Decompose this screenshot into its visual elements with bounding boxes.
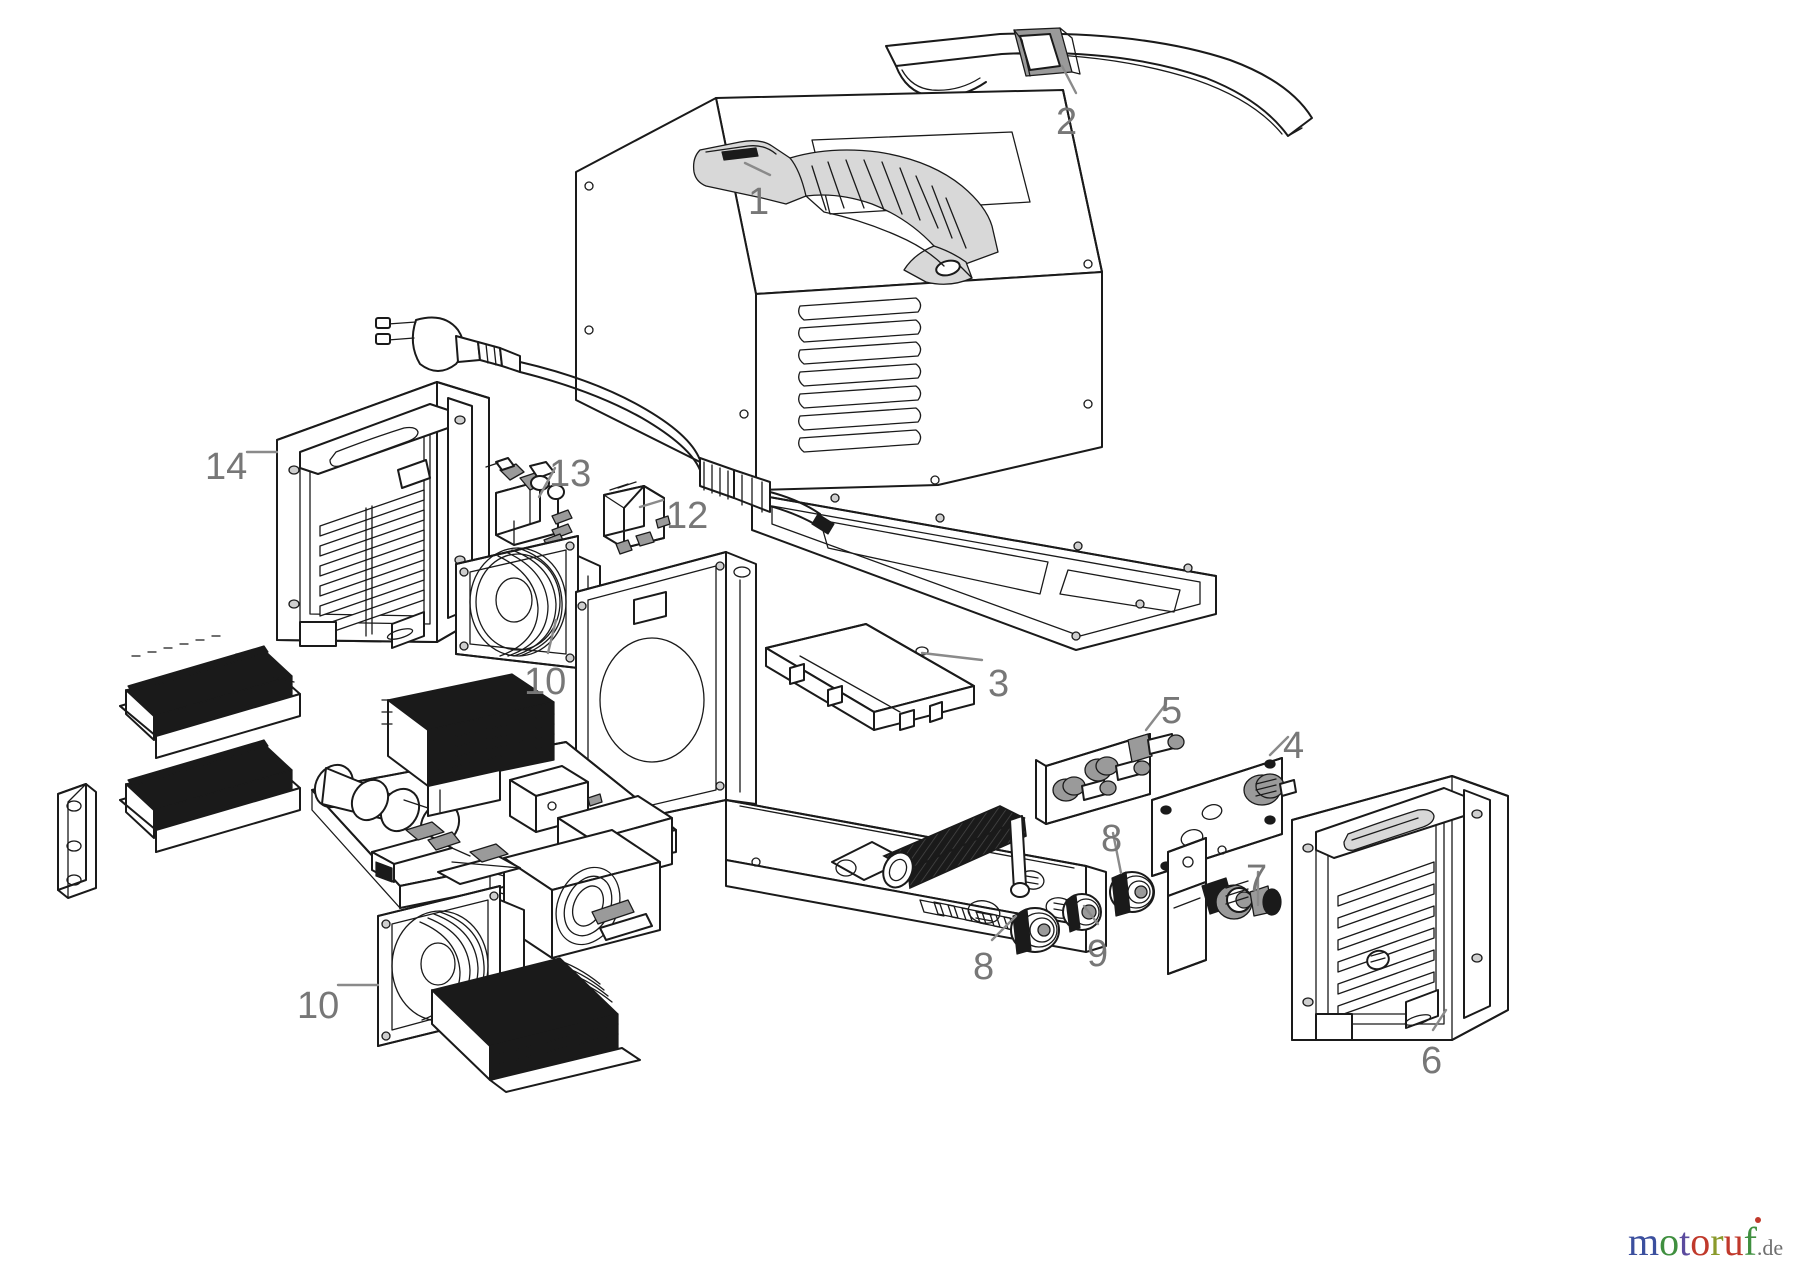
lower-heatsink-bar — [431, 957, 619, 1081]
callout-2: 2 — [1056, 101, 1078, 143]
capacitors — [313, 763, 461, 847]
part-relay — [603, 481, 671, 555]
part-rear-panel-grille — [276, 381, 490, 649]
watermark-tld: .de — [1756, 1235, 1784, 1260]
housing-vent-louvres — [798, 297, 922, 453]
part-front-panel-grille — [1291, 775, 1509, 1041]
part-control-pcb — [765, 623, 975, 731]
callout-7: 7 — [1246, 858, 1268, 900]
callout-10-upper: 10 — [524, 661, 567, 703]
watermark-letter-t: t — [1679, 1219, 1691, 1264]
carry-handle — [692, 140, 999, 285]
callout-leader-lines — [245, 64, 1448, 1032]
part-insulated-grip-rod — [831, 805, 1030, 898]
watermark-letter-f: f — [1743, 1219, 1757, 1264]
callout-12: 12 — [666, 495, 709, 537]
part-dinse-socket-upper — [1109, 871, 1155, 917]
terminal-lugs — [371, 821, 521, 885]
watermark-letter-u: u — [1723, 1219, 1744, 1264]
part-power-cord — [375, 316, 835, 535]
part-cooling-fan-lower — [377, 885, 641, 1093]
part-main-pcb-assembly — [311, 673, 677, 1003]
watermark-letter-o1: o — [1659, 1219, 1680, 1264]
callout-6: 6 — [1421, 1040, 1443, 1082]
callout-1: 1 — [748, 181, 770, 223]
part-main-housing-cover — [575, 89, 1103, 491]
callout-8-lower: 8 — [973, 946, 995, 988]
callout-4: 4 — [1283, 725, 1305, 767]
part-terminal-stud-bracket — [1035, 733, 1185, 825]
part-dinse-socket-lower — [1010, 907, 1060, 955]
motoruf-watermark-logo: motoruf.de — [1628, 1222, 1783, 1262]
callout-8-upper: 8 — [1101, 818, 1123, 860]
callout-9: 9 — [1087, 933, 1109, 975]
pcb-heatsink — [381, 673, 555, 787]
part-heatsink-module-lower — [119, 739, 301, 853]
part-insulator-block — [57, 783, 97, 899]
housing-screw-holes — [584, 181, 1093, 485]
part-heatsink-module-upper — [119, 635, 301, 759]
callout-13: 13 — [549, 453, 592, 495]
watermark-letter-o2: o — [1690, 1219, 1711, 1264]
part-shoulder-strap — [885, 27, 1313, 137]
callout-10-lower: 10 — [297, 985, 340, 1027]
part-base-plate — [751, 493, 1217, 651]
part-gas-valve-connector — [1167, 837, 1282, 975]
watermark-letter-r: r — [1710, 1219, 1724, 1264]
callout-3: 3 — [988, 663, 1010, 705]
callout-14: 14 — [205, 446, 248, 488]
watermark-letter-m: m — [1628, 1219, 1660, 1264]
callout-5: 5 — [1161, 690, 1183, 732]
